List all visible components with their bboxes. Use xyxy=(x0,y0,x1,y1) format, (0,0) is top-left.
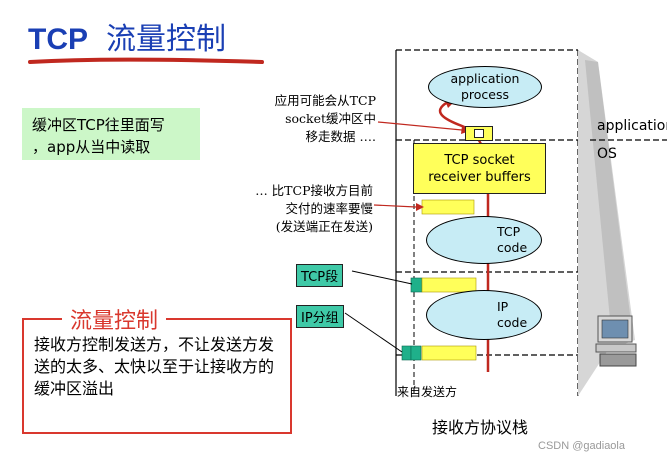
ip-packet-header2 xyxy=(410,345,422,361)
app-read-annotation: 应用可能会从TCP socket缓冲区中 移走数据 …. xyxy=(274,93,376,144)
os-layer-label: OS xyxy=(597,146,617,162)
tcp-segment-payload xyxy=(421,277,477,293)
flow-control-title: 流量控制 xyxy=(62,303,167,335)
buffer-data-block xyxy=(421,199,475,215)
from-sender-label: 来自发送方 xyxy=(397,385,458,399)
slower-pointer xyxy=(373,204,417,208)
buffer-note-box: 缓冲区TCP往里面写 ，app从当中读取 xyxy=(22,108,200,160)
tcp-segment-tag: TCP段 xyxy=(296,264,344,287)
ip-packet-payload xyxy=(421,345,477,361)
ip-packet-header1 xyxy=(401,345,412,361)
application-layer-label: application xyxy=(597,118,667,134)
title-underline xyxy=(28,57,264,64)
ip-tag-connector xyxy=(344,312,403,353)
slower-rate-annotation: … 比TCP接收方目前 交付的速率要慢 (发送端正在发送) xyxy=(255,183,373,234)
note-line-1: 缓冲区TCP往里面写 xyxy=(32,116,165,134)
receiver-stack-caption: 接收方协议栈 xyxy=(432,418,529,437)
app-read-pointer xyxy=(377,121,463,131)
receiver-buffer: TCP socket receiver buffers xyxy=(413,143,546,194)
socket-icon xyxy=(465,126,493,141)
computer-icon xyxy=(595,315,637,367)
tcp-segment-header xyxy=(410,277,423,293)
ip-packet-tag: IP分组 xyxy=(296,305,344,328)
watermark: CSDN @gadiaola xyxy=(538,440,625,452)
note-line-2: ，app从当中读取 xyxy=(32,138,151,156)
tcp-tag-connector xyxy=(351,270,413,285)
flow-control-definition: 接收方控制发送方，不让发送方发送的太多、太快以至于让接收方的缓冲区溢出 xyxy=(34,335,275,398)
